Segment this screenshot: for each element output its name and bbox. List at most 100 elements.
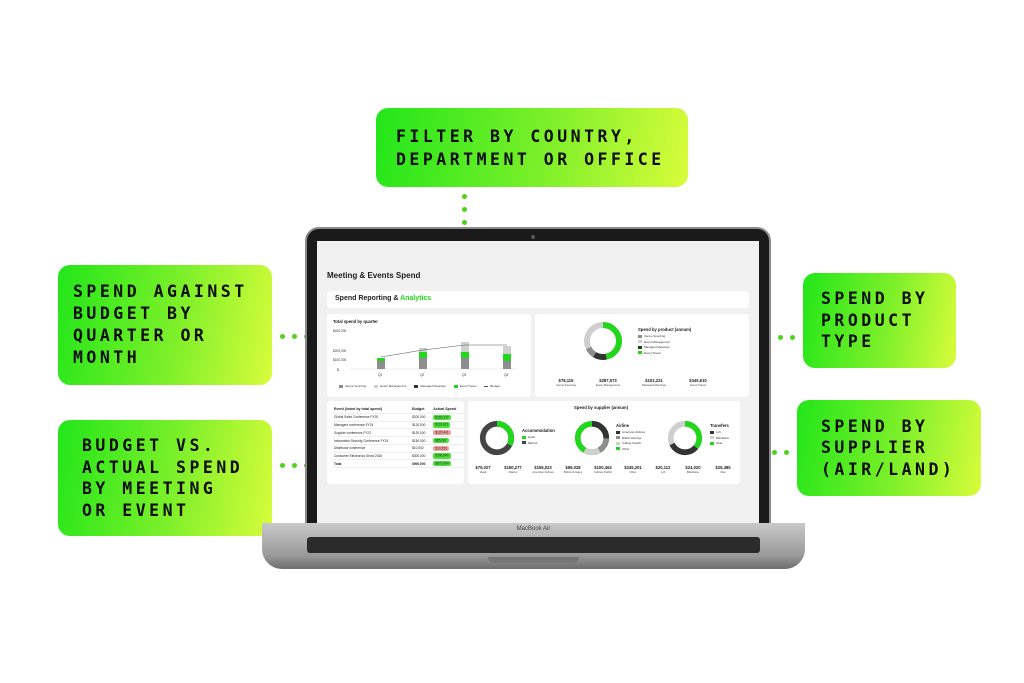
legend-hyatt: Hyatt (522, 435, 537, 439)
actual-pill: $296,840 (433, 453, 451, 459)
row-name: Global Sales Conference FY26 (333, 413, 412, 422)
product-amount-travel: $345,610 (689, 378, 707, 383)
xtick-q2: Q2 (420, 373, 425, 377)
product-legend-venue-label: Venue Sourcing (644, 334, 666, 338)
airline-donut (574, 420, 610, 456)
bar-q4 (503, 346, 511, 369)
legend-travel: Event Travel (453, 384, 477, 388)
supplier-label: Other (629, 470, 637, 474)
legend-managed-label: Managed Meetings (420, 384, 446, 388)
row-budget: $150,000 (411, 436, 433, 445)
product-amount-venue: $78,115 (558, 378, 574, 383)
actual-pill: $10,253 (433, 445, 449, 451)
table-header: Event (listed by total spend) Budget Act… (333, 406, 467, 414)
product-amount-managed: $102,221 (645, 378, 663, 383)
product-legend: Venue Sourcing Event Management Managed … (638, 334, 670, 355)
ytick-1: $200,000 (333, 349, 347, 353)
supplier-amount: $245,201 (624, 465, 642, 470)
legend-uber: Uber (710, 441, 729, 445)
supplier-label: Lyft (660, 470, 666, 474)
legend-venue: Venue Sourcing (339, 384, 366, 388)
xtick-q1: Q1 (378, 373, 383, 377)
product-label-travel: Event Travel (690, 383, 706, 387)
product-label-managed: Managed Meetings (642, 383, 666, 387)
total-pill: $870,694 (433, 461, 451, 467)
laptop-base: MacBook Air (262, 523, 805, 569)
row-actual: $120,441 (432, 428, 467, 438)
product-legend-event: Event Management (638, 340, 670, 344)
callout-budget-quarter-text: SPEND AGAINST BUDGET BY QUARTER OR MONTH (73, 282, 248, 367)
laptop-model-label: MacBook Air (516, 526, 551, 532)
row-budget: $200,000 (411, 413, 433, 422)
supplier-amount: $75,027 (475, 465, 491, 470)
bar-q2 (419, 348, 427, 369)
legend-budget-label: Budget (490, 384, 500, 388)
events-table: Event (listed by total spend) Budget Act… (333, 406, 467, 469)
supplier-label: British Airways (563, 470, 583, 474)
legend-travel-label: Event Travel (459, 384, 477, 388)
table-row: Distributor conference $10,000 $10,253 (333, 444, 467, 453)
table-row: Managers conference FY24 $120,000 $116,8… (333, 421, 467, 430)
supplier-label: American Airlines (532, 470, 554, 474)
supplier-label: Marriot (508, 470, 518, 474)
transfers-donut (667, 420, 703, 456)
legend-venue-label: Venue Sourcing (345, 384, 367, 388)
budget-line (380, 344, 507, 358)
legend-lyft-label: Lyft (716, 430, 721, 434)
supplier-amount: $96,028 (565, 465, 581, 470)
legend-marriot: Marriot (522, 441, 537, 445)
events-table-panel: Event (listed by total spend) Budget Act… (327, 401, 467, 484)
transfers-legend: Lyft Blacklane Uber (710, 430, 729, 445)
table-row: Supplier conference FY22 $120,000 $120,4… (333, 428, 467, 438)
airline-title: Airline (616, 423, 630, 428)
quarter-legend: Venue Sourcing Event Management Managed … (339, 384, 500, 388)
row-budget: $120,000 (411, 428, 433, 438)
product-label-venue: Venue Sourcing (556, 383, 576, 387)
quarter-chart-title: Total spend by quarter (333, 319, 378, 324)
supplier-amount: $100,463 (594, 465, 612, 470)
callout-supplier: SPEND BY SUPPLIER (AIR/LAND) (797, 400, 981, 496)
subheader-text: Spend Reporting & (335, 295, 401, 302)
ytick-0: $400,000 (333, 329, 347, 333)
row-actual: $296,840 (432, 452, 467, 461)
subheader-title: Spend Reporting & Analytics (335, 295, 431, 302)
product-legend-managed-label: Managed Meetings (644, 345, 670, 349)
legend-cathay: Cathay Pacific (616, 441, 645, 445)
row-name: Information Security Conference FY24 (333, 436, 412, 445)
product-panel: Spend by product (annum) Venue Sourcing … (535, 314, 749, 397)
actual-pill: $120,441 (433, 430, 451, 436)
legend-other: Other (616, 447, 645, 451)
laptop-screen: Meeting & Events Spend Spend Reporting &… (317, 241, 759, 523)
supplier-label: Cathay Pacific (594, 470, 612, 474)
supplier-label: Uber (719, 470, 727, 474)
xtick-q3: Q3 (462, 373, 467, 377)
quarter-chart-panel: Total spend by quarter $400,000 $200,000… (327, 314, 531, 397)
accommodation-legend: Hyatt Marriot (522, 435, 537, 445)
callout-supplier-text: SPEND BY SUPPLIER (AIR/LAND) (821, 416, 956, 479)
header-budget: Budget (411, 406, 433, 414)
legend-lyft: Lyft (710, 430, 729, 434)
legend-american: American Airlines (616, 430, 645, 434)
product-legend-venue: Venue Sourcing (638, 334, 670, 338)
subheader-accent: Analytics (400, 295, 432, 302)
row-actual: $10,253 (432, 444, 467, 453)
actual-pill: $160,237 (433, 414, 451, 420)
supplier-amount: $25,485 (715, 465, 731, 470)
row-budget: $300,000 (411, 452, 433, 461)
legend-event-mgmt-label: Event Management (380, 384, 407, 388)
supplier-panel: Spend by supplier (annum) Accommodation … (468, 401, 740, 484)
table-total-row: Total $900,000 $870,694 (333, 459, 467, 469)
supplier-amount: $20,112 (655, 465, 671, 470)
transfers-title: Transfers (710, 423, 729, 428)
supplier-amount: $155,023 (534, 465, 552, 470)
callout-product-text: SPEND BY PRODUCT TYPE (821, 289, 929, 352)
product-legend-managed: Managed Meetings (638, 345, 670, 349)
